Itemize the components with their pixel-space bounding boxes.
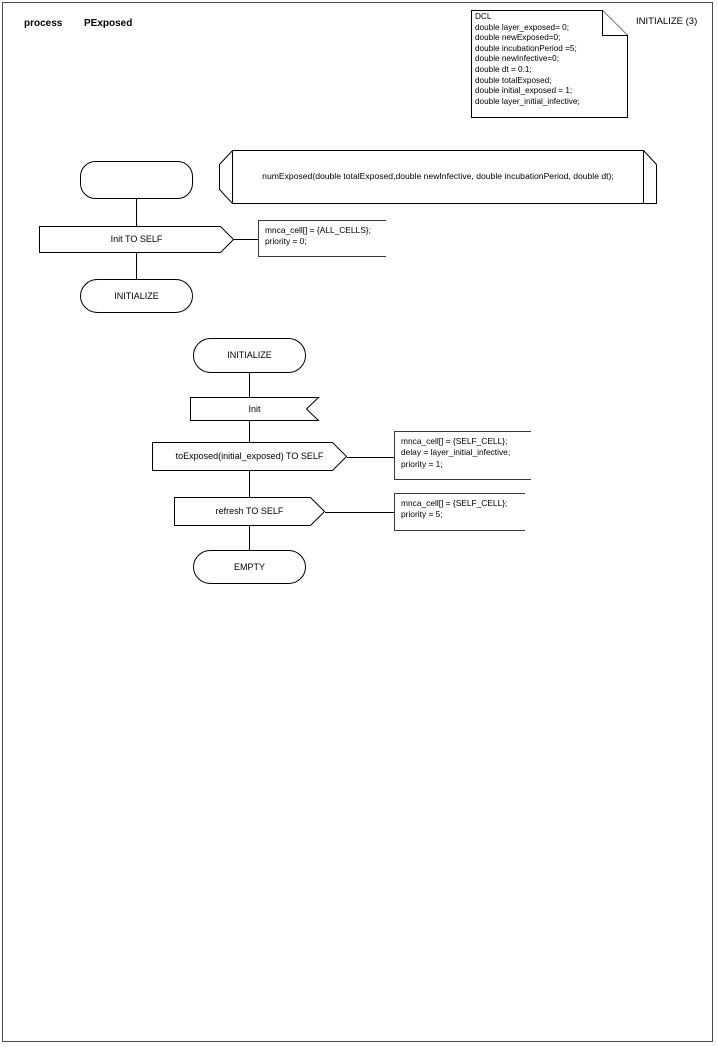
comment-connector-b1 — [347, 457, 394, 458]
dcl-declaration-block[interactable]: DCL double layer_exposed= 0; double newE… — [471, 10, 628, 118]
connector-output2-to-state — [249, 526, 250, 550]
comment-box-toexposed[interactable]: mnca_cell[] = {SELF_CELL}; delay = layer… — [394, 431, 531, 480]
state-symbol-initialize-b[interactable]: INITIALIZE — [193, 338, 306, 373]
comment-box-refresh[interactable]: mnca_cell[] = {SELF_CELL}; priority = 5; — [394, 493, 525, 531]
connector-output-to-state — [136, 253, 137, 279]
output-symbol-refresh[interactable]: refresh TO SELF — [174, 497, 326, 526]
connector-start-to-output — [136, 199, 137, 226]
connector-output1-to-output2 — [249, 471, 250, 497]
state-symbol-empty[interactable]: EMPTY — [193, 550, 306, 584]
comment-connector-b2 — [325, 512, 394, 513]
comment-box-init-to-self[interactable]: mnca_cell[] = {ALL_CELLS}; priority = 0; — [258, 220, 386, 257]
process-keyword: process — [24, 18, 63, 29]
state-symbol-initialize-a[interactable]: INITIALIZE — [80, 279, 193, 313]
input-symbol-init[interactable]: Init — [190, 397, 320, 421]
process-name: PExposed — [84, 18, 133, 29]
output-symbol-init-to-self[interactable]: Init TO SELF — [39, 226, 235, 253]
comment-connector-a — [234, 239, 258, 240]
page-number-label: INITIALIZE (3) — [636, 16, 698, 27]
connector-input-to-output1 — [249, 421, 250, 442]
procedure-call-numExposed[interactable]: numExposed(double totalExposed,double ne… — [219, 150, 657, 204]
connector-state-to-input — [249, 373, 250, 397]
start-symbol[interactable] — [80, 161, 193, 199]
output-symbol-toexposed[interactable]: toExposed(initial_exposed) TO SELF — [152, 442, 348, 471]
dcl-text: DCL double layer_exposed= 0; double newE… — [475, 12, 580, 106]
